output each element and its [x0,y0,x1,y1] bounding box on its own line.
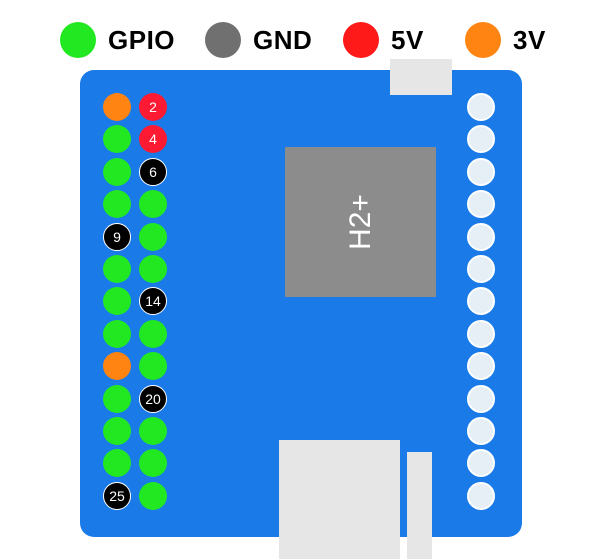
header-pin-9: 9 [103,222,131,251]
header-pin-2: 2 [139,93,167,121]
header-pin-4: 4 [139,125,167,154]
legend-label: GND [253,24,313,55]
usb-connector [390,59,452,95]
right-pin [467,93,495,121]
header-pin-24 [139,449,167,478]
header-pin-25: 25 [103,481,131,510]
right-pin [467,125,495,154]
header-pin-17 [103,352,131,381]
legend-item-3v: 3V [465,20,546,60]
header-pin-14: 14 [139,287,167,316]
chip-label: H2+ [343,194,377,250]
header-pin-1 [103,93,131,121]
header-pin-22 [139,417,167,445]
header-pin-8 [139,190,167,219]
header-pin-13 [103,287,131,316]
legend-item-5v: 5V [343,20,424,60]
header-pin-12 [139,255,167,283]
right-pin [467,384,495,413]
right-pin [467,481,495,510]
right-pin [467,190,495,219]
header-pin-6: 6 [139,157,167,186]
right-pin [467,157,495,186]
right-pin [467,287,495,316]
soc-chip: H2+ [285,147,436,297]
gnd-swatch-icon [205,22,241,58]
legend: GPIO GND 5V 3V [0,0,600,70]
header-pin-15 [103,319,131,348]
gpio-swatch-icon [60,22,96,58]
header-pin-26 [139,481,167,510]
right-pin [467,417,495,445]
legend-label: 3V [513,24,546,55]
legend-label: GPIO [108,24,176,55]
right-pin [467,352,495,381]
right-pin [467,319,495,348]
right-pin [467,449,495,478]
legend-item-gpio: GPIO [60,20,175,60]
header-pin-18 [139,352,167,381]
legend-label: 5V [391,24,424,55]
right-pin [467,255,495,283]
header-pin-16 [139,319,167,348]
header-pin-11 [103,255,131,283]
header-pin-21 [103,417,131,445]
header-pin-10 [139,222,167,251]
ethernet-connector [279,440,400,559]
header-pin-23 [103,449,131,478]
header-pin-7 [103,190,131,219]
header-pin-3 [103,125,131,154]
right-pin [467,222,495,251]
3v-swatch-icon [465,22,501,58]
side-connector [407,452,432,559]
header-pin-20: 20 [139,384,167,413]
header-pin-5 [103,157,131,186]
header-pin-19 [103,384,131,413]
legend-item-gnd: GND [205,20,312,60]
5v-swatch-icon [343,22,379,58]
